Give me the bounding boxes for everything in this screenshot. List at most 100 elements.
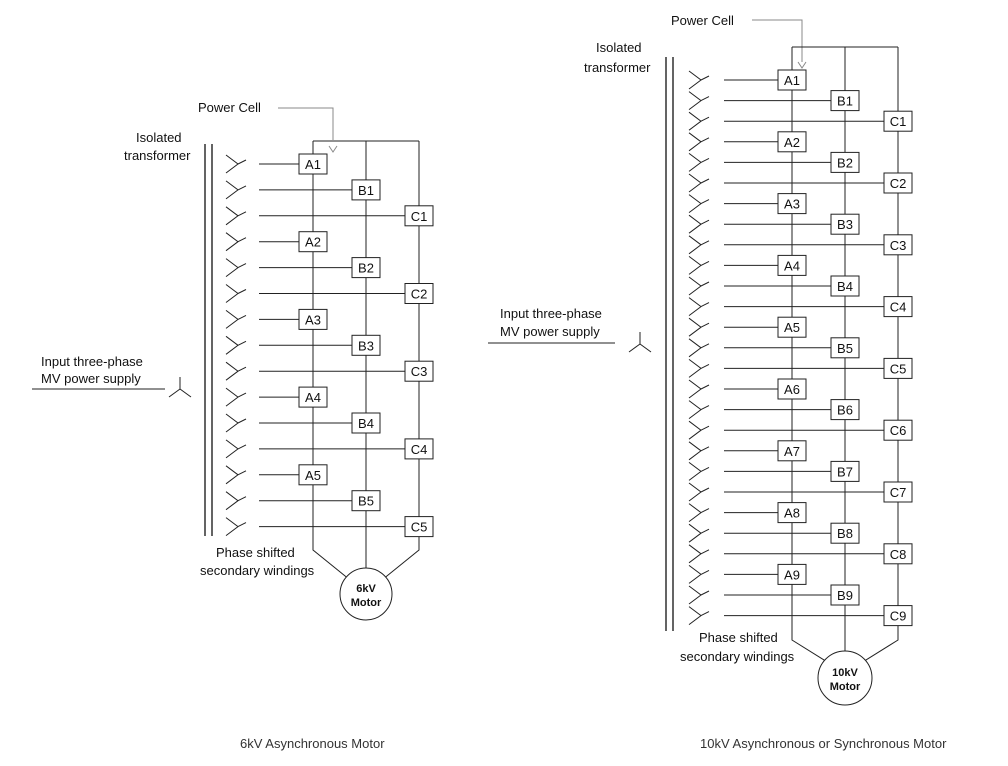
left-power-cell-label: A3 [305, 312, 321, 327]
left-phase-wires [259, 140, 420, 578]
right-power-cell-label: A1 [784, 73, 800, 88]
right-power-cell-label: A9 [784, 567, 800, 582]
left-winding-symbol [225, 232, 247, 252]
right-power-cell-label: B5 [837, 341, 853, 356]
left-power-cell-a4 [298, 386, 328, 408]
left-transformer-label-2: transformer [124, 148, 191, 163]
right-power-cell-a1 [777, 69, 807, 91]
left-power-cell-b5 [351, 490, 381, 512]
left-transformer-label-1: Isolated [136, 130, 182, 145]
right-power-cell-label: C9 [890, 609, 907, 624]
left-winding-symbol [225, 154, 247, 174]
left-input-wye-symbol [168, 377, 192, 398]
left-power-cell-arrowhead [328, 145, 338, 153]
left-power-cell-arrow [278, 107, 334, 140]
right-power-cell-c1 [883, 110, 913, 132]
left-secondary-windings [225, 154, 247, 536]
left-diagram-6kv: Power Cell Isolated transformer Input th… [32, 100, 434, 751]
left-power-cell-b3 [351, 334, 381, 356]
right-motor-label-2: Motor [830, 681, 861, 693]
right-winding-symbol [688, 544, 710, 564]
right-power-cell-b6 [830, 399, 860, 421]
right-power-cell-a9 [777, 563, 807, 585]
left-power-cell-a2 [298, 231, 328, 253]
left-power-cell-c2 [404, 283, 434, 304]
right-power-cell-c6 [883, 419, 913, 441]
right-power-cell-label: A2 [784, 135, 800, 150]
right-power-cell-label: C3 [890, 238, 907, 253]
right-power-cell-label: B1 [837, 94, 853, 109]
left-power-cell-label: A1 [305, 157, 321, 172]
right-power-cell-b4 [830, 275, 860, 297]
right-diagram-10kv: Power Cell Isolated transformer Input th… [488, 13, 947, 751]
right-power-cell-label: B4 [837, 279, 853, 294]
right-power-cell-label: B7 [837, 464, 853, 479]
right-winding-symbol [688, 70, 710, 90]
right-power-cell-label: B6 [837, 403, 853, 418]
right-windings-label-2: secondary windings [680, 649, 795, 664]
left-power-cell-b2 [351, 257, 381, 279]
right-winding-symbol [688, 441, 710, 461]
left-power-cell-label: C5 [411, 520, 428, 535]
right-winding-symbol [688, 132, 710, 152]
left-power-cell-label: B5 [358, 494, 374, 509]
left-input-label-1: Input three-phase [41, 354, 143, 369]
right-transformer-label-1: Isolated [596, 40, 642, 55]
right-power-cell-label: A5 [784, 320, 800, 335]
right-winding-symbol [688, 255, 710, 275]
right-phase-wires [724, 46, 899, 661]
left-winding-symbol [225, 206, 247, 226]
left-power-cell-label: C2 [411, 287, 428, 302]
left-winding-symbol [225, 258, 247, 277]
left-winding-symbol [225, 284, 247, 303]
right-winding-symbol [688, 194, 710, 213]
left-winding-symbol [225, 439, 247, 459]
right-winding-symbol [688, 503, 710, 522]
right-winding-symbol [688, 297, 710, 316]
right-power-cell-c7 [883, 481, 913, 503]
left-windings-label-2: secondary windings [200, 563, 315, 578]
right-power-cell-c4 [883, 296, 913, 318]
right-power-cell-label: A6 [784, 382, 800, 397]
right-power-cell-label: B3 [837, 217, 853, 232]
right-winding-symbol [688, 317, 710, 337]
left-motor-label-1: 6kV [356, 583, 376, 595]
right-winding-symbol [688, 585, 710, 605]
left-power-cell-c5 [404, 516, 434, 538]
right-power-cell-b3 [830, 213, 860, 235]
left-power-cell-label: C3 [411, 364, 428, 379]
right-motor [817, 650, 873, 706]
right-winding-symbol [688, 276, 710, 296]
left-winding-symbol [225, 180, 247, 200]
right-winding-symbol [688, 462, 710, 481]
left-winding-symbol [225, 517, 247, 536]
left-power-cell-label: A5 [305, 468, 321, 483]
right-winding-symbol [688, 214, 710, 234]
right-power-cell-b7 [830, 460, 860, 482]
left-winding-symbol [225, 361, 247, 381]
left-motor-label-2: Motor [351, 597, 382, 609]
right-power-cell-label: B8 [837, 526, 853, 541]
right-power-cell-b9 [830, 584, 860, 606]
right-power-cell-label: Power Cell [671, 13, 734, 28]
right-winding-symbol [688, 153, 710, 172]
left-power-cell-a3 [298, 308, 328, 330]
right-power-cell-a6 [777, 378, 807, 400]
left-power-cell-label: C4 [411, 442, 428, 457]
left-winding-symbol [225, 465, 247, 485]
right-power-cell-c8 [883, 543, 913, 565]
right-power-cell-a7 [777, 440, 807, 462]
left-power-cell-a5 [298, 464, 328, 486]
right-power-cell-a3 [777, 193, 807, 215]
left-caption: 6kV Asynchronous Motor [240, 736, 385, 751]
right-power-cell-b5 [830, 337, 860, 359]
right-power-cell-label: C7 [890, 485, 907, 500]
left-winding-symbol [225, 413, 247, 433]
right-power-cells: A1B1C1A2B2C2A3B3C3A4B4C4A5B5C5A6B6C6A7B7… [777, 69, 913, 627]
right-secondary-windings [688, 70, 710, 625]
right-winding-symbol [688, 606, 710, 625]
right-power-cell-label: C8 [890, 547, 907, 562]
right-winding-symbol [688, 338, 710, 358]
right-power-cell-a2 [777, 131, 807, 153]
